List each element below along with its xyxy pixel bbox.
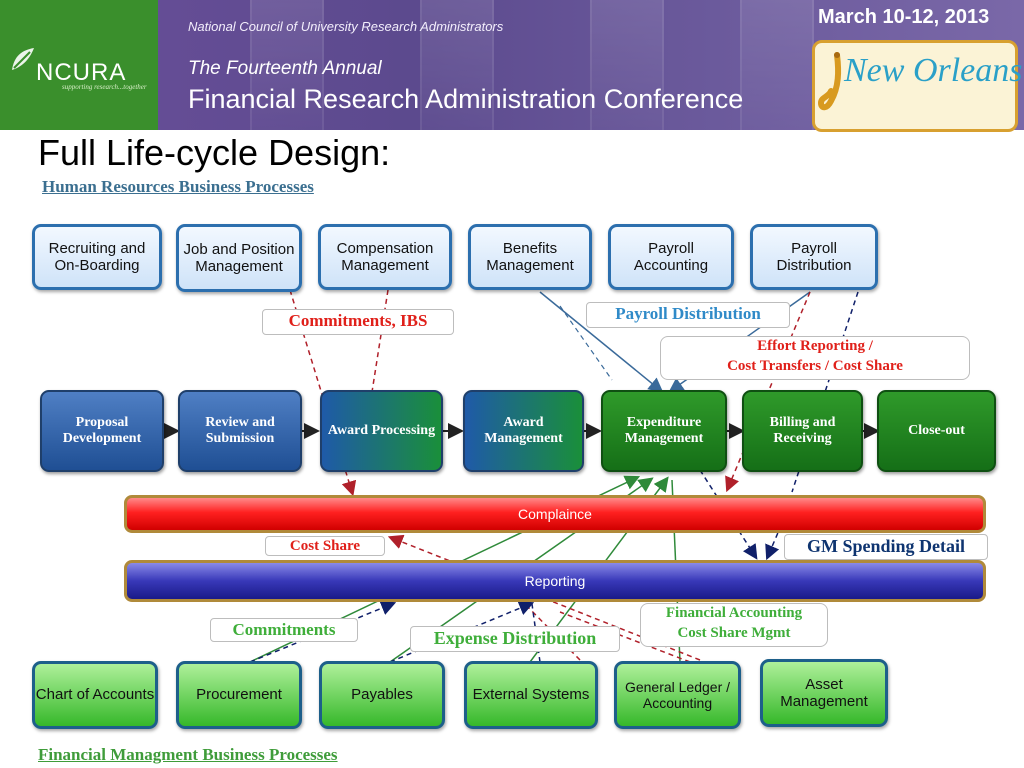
fm-process-box[interactable]: General Ledger / Accounting <box>614 661 741 729</box>
reporting-bar[interactable]: Reporting <box>124 560 986 602</box>
logo-tagline: supporting research...together <box>62 83 147 91</box>
fm-process-label: Asset Management <box>780 675 868 710</box>
hr-process-box[interactable]: Recruiting and On-Boarding <box>32 224 162 290</box>
lifecycle-step-label: Award Management <box>484 414 563 446</box>
callout-commitments: Commitments <box>210 618 358 642</box>
hr-process-box[interactable]: Job and Position Management <box>176 224 302 292</box>
lifecycle-step[interactable]: Review and Submission <box>178 390 302 472</box>
callout-expense-distribution: Expense Distribution <box>410 626 620 652</box>
ncura-logo <box>0 0 158 130</box>
city-badge <box>812 40 1018 132</box>
fm-process-label: Chart of Accounts <box>35 686 155 704</box>
hr-process-box[interactable]: Payroll Accounting <box>608 224 734 290</box>
callout-effort-reporting: Effort Reporting / Cost Transfers / Cost… <box>660 336 970 380</box>
conference-date: March 10-12, 2013 <box>818 6 990 28</box>
lifecycle-step[interactable]: Expenditure Management <box>601 390 727 472</box>
reporting-label: Reporting <box>524 573 586 589</box>
lifecycle-step-label: Proposal Development <box>62 414 142 446</box>
compliance-label: Complaince <box>518 506 592 522</box>
callout-line: Cost Transfers / Cost Share <box>727 357 903 374</box>
hr-section-label: Human Resources Business Processes <box>42 177 314 196</box>
compliance-bar[interactable]: Complaince <box>124 495 986 533</box>
commitment-link <box>371 289 389 393</box>
lifecycle-step-label: Review and Submission <box>205 414 275 446</box>
callout-commitments-ibs: Commitments, IBS <box>262 309 454 335</box>
payroll-link <box>539 291 664 393</box>
organization-name: National Council of University Research … <box>188 19 504 34</box>
fm-process-label: General Ledger / Accounting <box>624 678 731 711</box>
callout-line: Financial Accounting <box>665 605 803 621</box>
fm-process-label: External Systems <box>472 686 590 704</box>
fm-process-label: Payables <box>351 686 413 704</box>
callout-line: Cost Share Mgmt <box>677 624 791 641</box>
fm-section-label: Financial Managment Business Processes <box>38 745 338 764</box>
hr-process-label: Compensation Management <box>336 239 434 274</box>
payroll-link <box>559 305 613 381</box>
fm-process-box[interactable]: Chart of Accounts <box>32 661 158 729</box>
lifecycle-step-label: Expenditure Management <box>624 414 704 446</box>
banner-arch-decoration <box>590 0 664 130</box>
callout-line: Effort Reporting / <box>757 338 873 354</box>
hr-process-box[interactable]: Benefits Management <box>468 224 592 290</box>
banner-arch-decoration <box>250 0 324 130</box>
fm-process-box[interactable]: External Systems <box>464 661 598 729</box>
conference-title: Financial Research Administration Confer… <box>188 84 744 114</box>
hr-process-label: Payroll Distribution <box>776 239 852 274</box>
leaf-icon <box>12 48 34 70</box>
lifecycle-step-label: Close-out <box>908 422 965 438</box>
hr-process-label: Benefits Management <box>486 239 574 274</box>
fm-process-box[interactable]: Asset Management <box>760 659 888 727</box>
fm-process-box[interactable]: Payables <box>319 661 445 729</box>
callout-gm-spending-detail: GM Spending Detail <box>784 534 988 560</box>
banner-arch-decoration <box>420 0 494 130</box>
callout-financial-accounting: Financial Accounting Cost Share Mgmt <box>640 603 828 647</box>
lifecycle-step-label: Award Processing <box>327 422 436 438</box>
gm-link <box>699 469 758 560</box>
lifecycle-step[interactable]: Proposal Development <box>40 390 164 472</box>
hr-process-label: Job and Position Management <box>183 240 295 275</box>
lifecycle-step-label: Billing and Receiving <box>769 414 836 446</box>
hr-process-box[interactable]: Compensation Management <box>318 224 452 290</box>
city-name: New Orleans <box>844 52 1023 89</box>
lifecycle-step[interactable]: Award Processing <box>320 390 443 472</box>
lifecycle-step[interactable]: Award Management <box>463 390 584 472</box>
hr-process-box[interactable]: Payroll Distribution <box>750 224 878 290</box>
logo-text: NCURA <box>36 59 127 86</box>
hr-process-label: Payroll Accounting <box>633 239 709 274</box>
lifecycle-step[interactable]: Billing and Receiving <box>742 390 863 472</box>
fm-process-label: Procurement <box>196 686 282 704</box>
banner-arch-decoration <box>740 0 814 130</box>
hr-process-label: Recruiting and On-Boarding <box>48 239 146 274</box>
callout-payroll-distribution: Payroll Distribution <box>586 302 790 328</box>
conference-subtitle: The Fourteenth Annual <box>188 58 382 79</box>
lifecycle-step[interactable]: Close-out <box>877 390 996 472</box>
saxophone-icon <box>817 52 842 111</box>
slide-title: Full Life-cycle Design: <box>38 132 391 173</box>
callout-cost-share: Cost Share <box>265 536 385 556</box>
fm-process-box[interactable]: Procurement <box>176 661 302 729</box>
